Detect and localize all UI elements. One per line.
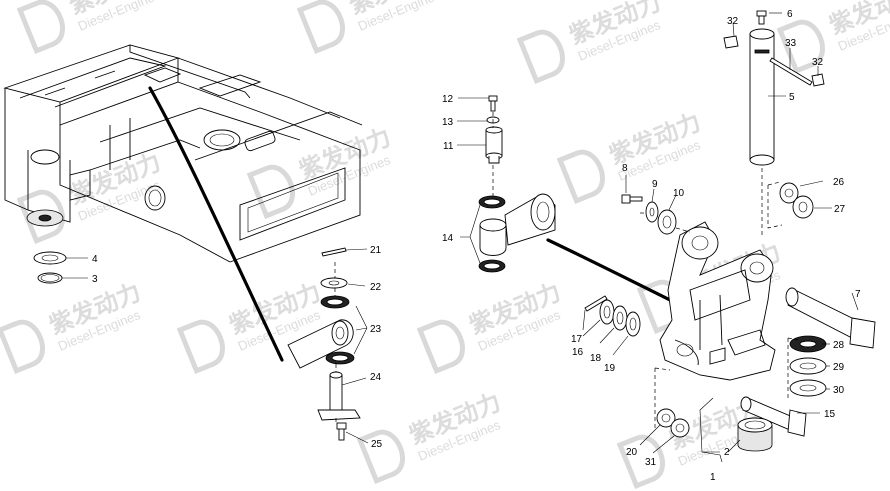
callout-4: 4 bbox=[92, 254, 98, 265]
pin-part-5 bbox=[749, 28, 775, 166]
callout-17: 17 bbox=[571, 334, 583, 345]
callout-24: 24 bbox=[370, 372, 382, 383]
pin-part-21 bbox=[321, 247, 347, 257]
washer-part-18 bbox=[612, 305, 628, 331]
plate-part-32-left bbox=[723, 35, 739, 49]
watermark-logo-icon bbox=[616, 434, 665, 490]
bushing-part-23 bbox=[287, 295, 355, 369]
rod-part-33 bbox=[769, 57, 813, 86]
callout-21: 21 bbox=[370, 245, 382, 256]
washer-part-4 bbox=[33, 251, 67, 265]
callout-22: 22 bbox=[370, 282, 382, 293]
callout-12: 12 bbox=[442, 94, 454, 105]
washer-part-31 bbox=[670, 418, 690, 438]
callout-30: 30 bbox=[833, 385, 845, 396]
callout-29: 29 bbox=[833, 362, 845, 373]
washer-part-10 bbox=[657, 209, 677, 235]
callout-15: 15 bbox=[824, 409, 836, 420]
callout-10: 10 bbox=[673, 188, 685, 199]
callout-26: 26 bbox=[833, 177, 845, 188]
callout-25: 25 bbox=[371, 439, 383, 450]
callout-28: 28 bbox=[833, 340, 845, 351]
seal-part-14 bbox=[478, 195, 506, 273]
callout-27: 27 bbox=[834, 204, 846, 215]
washer-part-27 bbox=[792, 195, 814, 219]
callout-23: 23 bbox=[370, 324, 382, 335]
callout-labels: 1 2 3 4 5 6 7 8 9 10 11 12 13 14 15 16 1… bbox=[92, 9, 861, 483]
washer-part-22 bbox=[320, 277, 348, 289]
ring-part-3 bbox=[37, 272, 63, 284]
bolt-part-25 bbox=[336, 422, 347, 441]
callout-33: 33 bbox=[785, 38, 797, 49]
callout-13: 13 bbox=[442, 117, 454, 128]
watermark-logo-icon bbox=[16, 189, 65, 245]
callout-3: 3 bbox=[92, 274, 98, 285]
callout-1: 1 bbox=[710, 472, 716, 483]
watermark-logo-icon bbox=[776, 19, 825, 75]
callout-31: 31 bbox=[645, 457, 657, 468]
pointer-line-left bbox=[148, 86, 284, 362]
callout-19: 19 bbox=[604, 363, 616, 374]
washer-part-30 bbox=[789, 379, 827, 397]
watermark-logo-icon bbox=[296, 0, 345, 55]
pin-part-15 bbox=[740, 396, 807, 437]
watermark-logo-icon bbox=[356, 429, 405, 485]
watermark-logo-icon bbox=[16, 0, 65, 55]
washer-part-9 bbox=[645, 201, 659, 223]
watermark-logo-icon bbox=[176, 319, 225, 375]
watermark-logo-icon bbox=[556, 149, 605, 205]
callout-32-left: 32 bbox=[727, 16, 739, 27]
grease-nipple-part-11 bbox=[485, 126, 503, 164]
callout-6: 6 bbox=[787, 9, 793, 20]
callout-5: 5 bbox=[789, 92, 795, 103]
pin-part-7 bbox=[785, 287, 876, 349]
callout-32-right: 32 bbox=[812, 57, 824, 68]
washer-part-28 bbox=[789, 335, 827, 353]
watermark-logo-icon bbox=[246, 164, 295, 220]
watermark-logo-icon bbox=[0, 319, 45, 375]
pointer-line-right bbox=[546, 238, 682, 307]
bolt-part-6 bbox=[756, 10, 767, 25]
callout-16: 16 bbox=[572, 347, 584, 358]
bolt-part-12 bbox=[488, 95, 498, 112]
callout-20: 20 bbox=[626, 447, 638, 458]
callout-2: 2 bbox=[724, 447, 730, 458]
callout-9: 9 bbox=[652, 179, 658, 190]
callout-11: 11 bbox=[443, 141, 454, 152]
plate-part-32-right bbox=[811, 73, 825, 87]
bolt-part-8 bbox=[621, 194, 643, 204]
washer-part-19 bbox=[625, 311, 641, 337]
swing-bracket-part-1 bbox=[659, 221, 776, 381]
callout-14: 14 bbox=[442, 233, 454, 244]
washer-part-16 bbox=[599, 299, 615, 325]
washer-part-20 bbox=[656, 408, 676, 428]
washer-part-26 bbox=[779, 182, 799, 204]
watermark-logo-icon bbox=[416, 319, 465, 375]
pin-part-17 bbox=[584, 295, 608, 312]
bushing-part-2 bbox=[737, 417, 773, 452]
alignment-lines bbox=[334, 112, 799, 430]
watermark-logo-icon bbox=[516, 29, 565, 85]
callout-18: 18 bbox=[590, 353, 602, 364]
callout-8: 8 bbox=[622, 163, 628, 174]
chassis-frame bbox=[3, 44, 363, 263]
callout-7: 7 bbox=[855, 289, 861, 300]
bushing-part-14 bbox=[479, 193, 556, 256]
plate-pin-part-24 bbox=[317, 371, 361, 421]
washer-part-29 bbox=[789, 357, 827, 375]
leader-lines bbox=[62, 12, 859, 463]
